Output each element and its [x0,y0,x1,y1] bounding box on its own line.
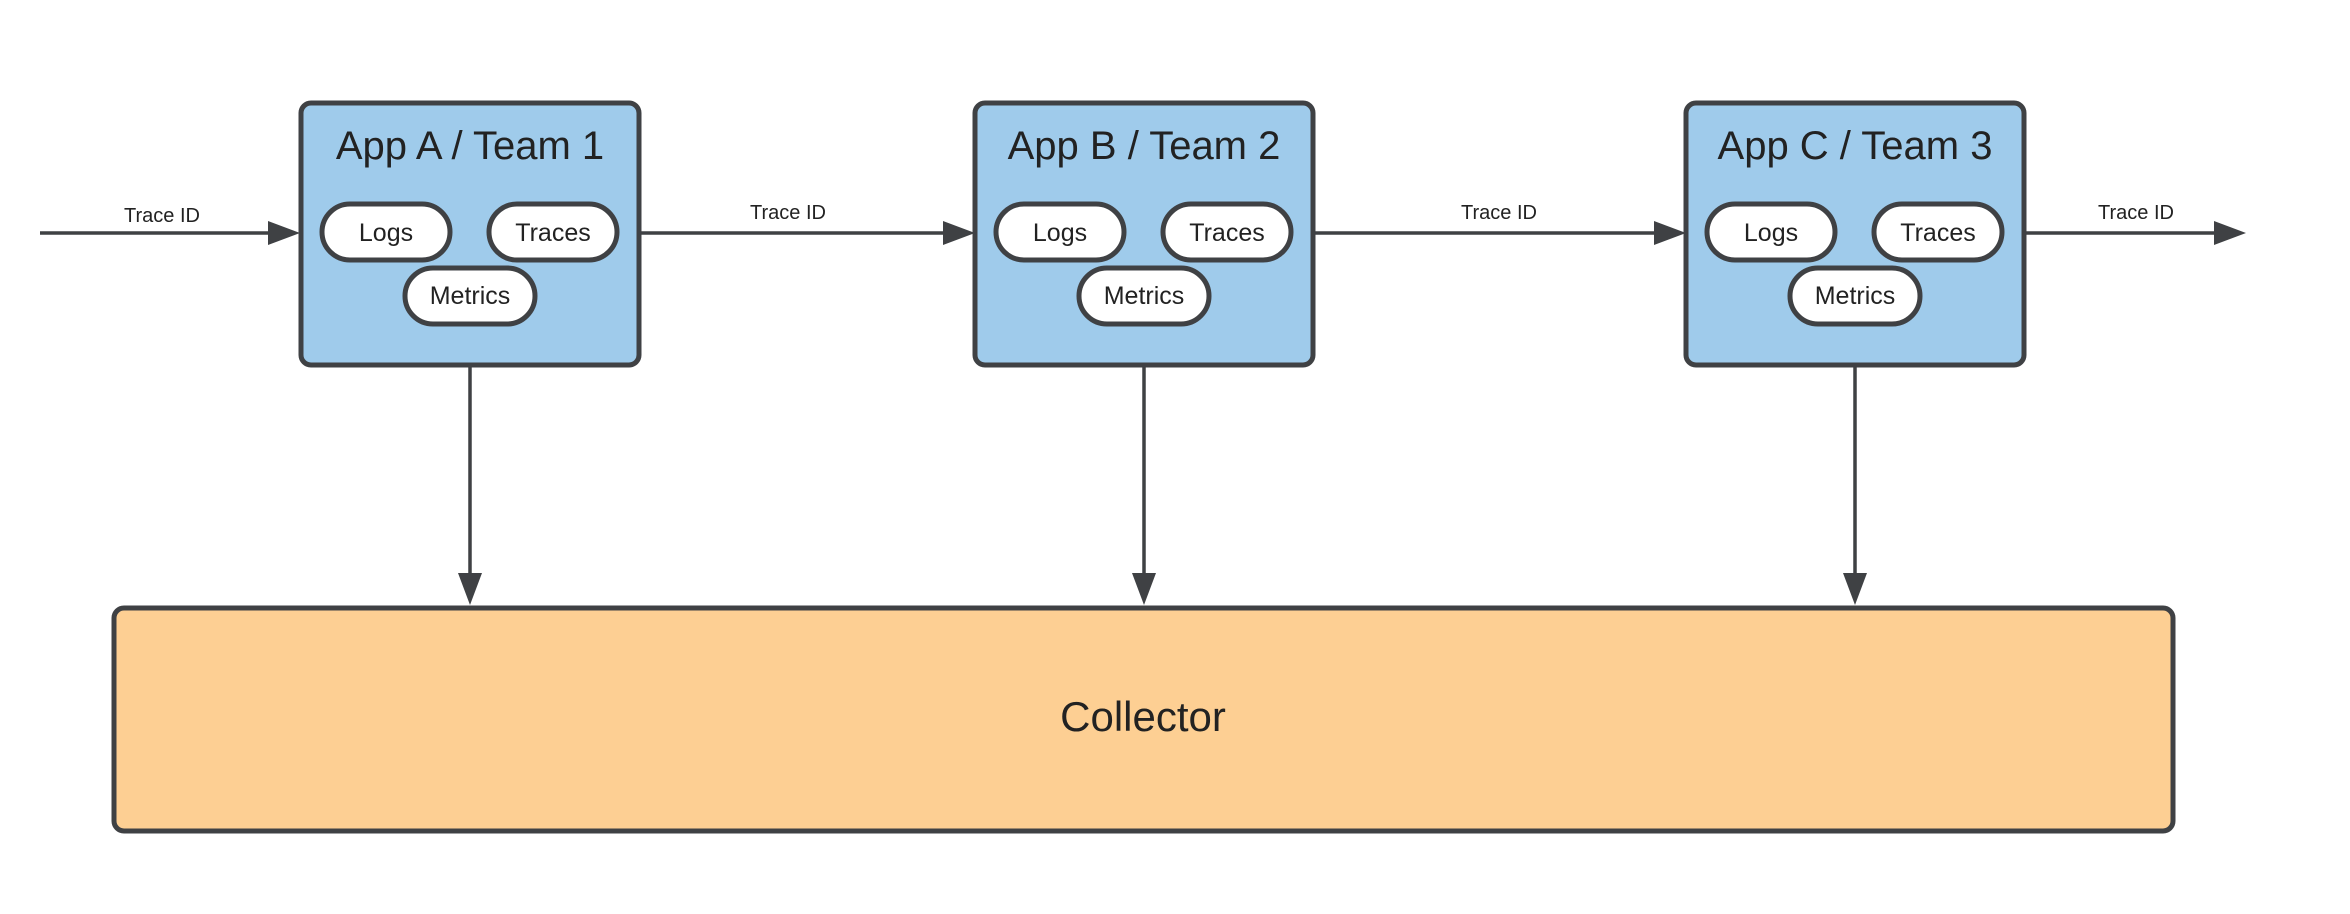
metrics-chip-label: Metrics [430,282,511,310]
trace-connector-in: Trace ID [40,205,300,245]
app-b-title: App B / Team 2 [1008,124,1281,168]
trace-id-label: Trace ID [2098,202,2174,224]
metrics-chip-label: Metrics [1104,282,1185,310]
metrics-chip[interactable]: Metrics [1787,265,1923,327]
metrics-chip[interactable]: Metrics [1076,265,1212,327]
traces-chip-label: Traces [1900,219,1975,247]
metrics-chip[interactable]: Metrics [402,265,538,327]
logs-chip[interactable]: Logs [993,201,1127,263]
traces-chip[interactable]: Traces [1160,201,1294,263]
trace-id-label: Trace ID [124,205,200,227]
logs-chip[interactable]: Logs [1704,201,1838,263]
app-b-node[interactable]: App B / Team 2 Logs Traces Metrics [972,100,1316,368]
app-a-to-collector-connector [458,365,482,605]
trace-connector-a-to-b: Trace ID [640,202,975,245]
logs-chip-label: Logs [359,219,413,247]
trace-id-label: Trace ID [750,202,826,224]
traces-chip-label: Traces [1189,219,1264,247]
logs-chip-label: Logs [1744,219,1798,247]
app-b-to-collector-connector [1132,365,1156,605]
app-c-node[interactable]: App C / Team 3 Logs Traces Metrics [1683,100,2027,368]
trace-id-label: Trace ID [1461,202,1537,224]
logs-chip[interactable]: Logs [319,201,453,263]
traces-chip[interactable]: Traces [486,201,620,263]
traces-chip[interactable]: Traces [1871,201,2005,263]
app-a-title: App A / Team 1 [336,124,604,168]
collector-label: Collector [1060,693,1226,740]
app-c-to-collector-connector [1843,365,1867,605]
logs-chip-label: Logs [1033,219,1087,247]
trace-connector-out: Trace ID [2026,202,2246,245]
collector-node[interactable]: Collector [111,605,2176,834]
app-a-node[interactable]: App A / Team 1 Logs Traces Metrics [298,100,642,368]
app-c-title: App C / Team 3 [1718,124,1993,168]
trace-connector-b-to-c: Trace ID [1314,202,1686,245]
metrics-chip-label: Metrics [1815,282,1896,310]
traces-chip-label: Traces [515,219,590,247]
